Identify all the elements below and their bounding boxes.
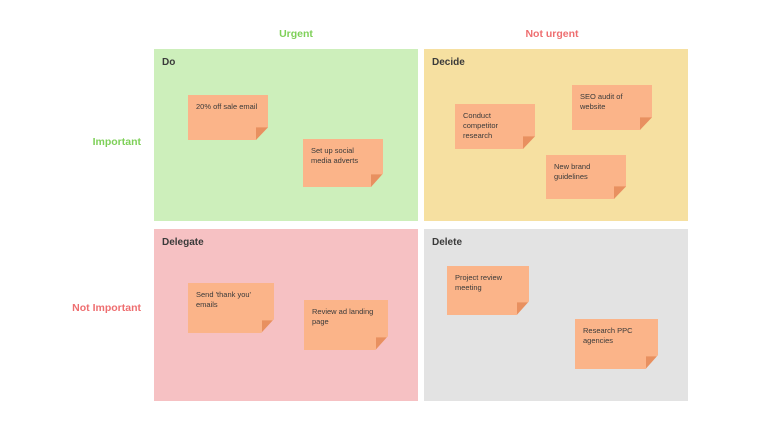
sticky-note-text: Send 'thank you' emails (196, 290, 251, 309)
quadrant-title: Delegate (162, 237, 204, 248)
sticky-note[interactable]: Set up social media adverts (303, 139, 383, 187)
sticky-note[interactable]: Send 'thank you' emails (188, 283, 274, 333)
sticky-note-text: SEO audit of website (580, 92, 623, 111)
sticky-note-text: Conduct competitor research (463, 111, 499, 140)
quadrant-title: Decide (432, 57, 465, 68)
sticky-note-text: Set up social media adverts (311, 146, 359, 165)
quadrant-title: Do (162, 57, 176, 68)
sticky-note[interactable]: New brand guidelines (546, 155, 626, 199)
row-label-important: Important (92, 136, 141, 148)
sticky-note[interactable]: Research PPC agencies (575, 319, 658, 369)
quadrant-delete[interactable]: Delete Project review meeting Research P… (424, 229, 688, 401)
quadrant-do[interactable]: Do 20% off sale email Set up social medi… (154, 49, 418, 221)
sticky-note-text: Project review meeting (455, 273, 503, 292)
sticky-note[interactable]: 20% off sale email (188, 95, 268, 140)
sticky-note[interactable]: Project review meeting (447, 266, 529, 315)
sticky-note[interactable]: Review ad landing page (304, 300, 388, 350)
column-label-urgent: Urgent (279, 28, 313, 40)
quadrant-title: Delete (432, 237, 463, 248)
sticky-note-text: Research PPC agencies (583, 326, 633, 345)
quadrant-decide[interactable]: Decide Conduct competitor research SEO a… (424, 49, 688, 221)
sticky-note-text: New brand guidelines (554, 162, 591, 181)
row-label-not-important: Not Important (72, 302, 141, 314)
sticky-note-text: 20% off sale email (196, 102, 258, 111)
sticky-note[interactable]: SEO audit of website (572, 85, 652, 130)
quadrant-delegate[interactable]: Delegate Send 'thank you' emails Review … (154, 229, 418, 401)
sticky-note[interactable]: Conduct competitor research (455, 104, 535, 149)
column-label-not-urgent: Not urgent (525, 28, 579, 40)
sticky-note-text: Review ad landing page (312, 307, 374, 326)
